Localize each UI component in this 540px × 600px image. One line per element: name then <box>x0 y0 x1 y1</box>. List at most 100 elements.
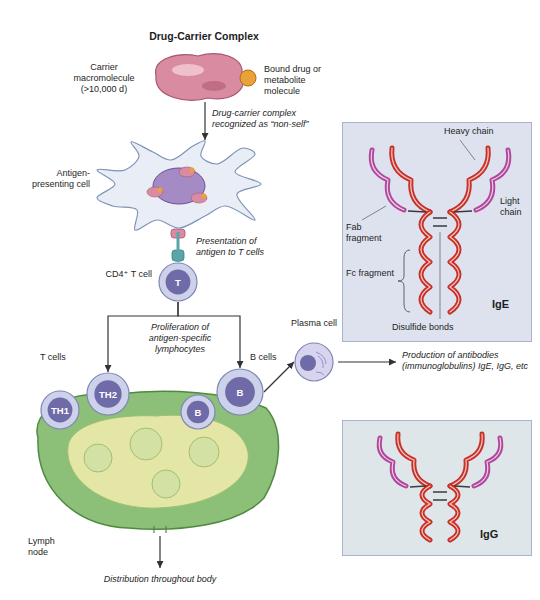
processed-antigen <box>191 193 207 203</box>
follicle <box>152 470 180 498</box>
chain-highlight <box>392 148 430 212</box>
panel-background <box>343 123 532 342</box>
lymph-node: Lymph nodeTH1TH2BB <box>28 366 284 534</box>
process-note: Proliferation of antigen-specific lympho… <box>136 322 224 355</box>
cell-membrane <box>217 369 263 415</box>
lymph-node-cortex <box>68 415 249 508</box>
carrier-macromolecule <box>156 54 244 100</box>
production-arrow <box>338 361 396 362</box>
chain-highlight <box>398 434 430 486</box>
protein-chain <box>474 438 501 486</box>
lymphocyte: TH1 <box>40 390 80 430</box>
protein-chain <box>450 486 458 540</box>
endoplasmic-reticulum <box>316 352 326 375</box>
part-label: Light chain <box>500 196 530 218</box>
highlight <box>172 64 204 76</box>
cell-membrane <box>295 343 333 381</box>
igg-panel: IgG <box>342 420 532 556</box>
cell-letter: B <box>216 387 264 398</box>
cell-label: Antigen-presenting cell <box>18 168 90 190</box>
t-cell: CD4⁺ T cellT <box>158 262 198 302</box>
chain-highlight <box>422 486 430 540</box>
drug-molecule <box>190 168 195 173</box>
cell-membrane <box>41 391 79 429</box>
node-outline <box>342 420 532 556</box>
cell-membrane <box>181 395 215 429</box>
cell-membrane <box>87 373 129 415</box>
part-label: Disulfide bonds <box>392 322 472 333</box>
disulfide-bond <box>433 499 447 501</box>
leader-line <box>362 140 475 319</box>
follicle <box>189 437 219 467</box>
disulfide-bond <box>433 225 447 227</box>
node-outline <box>294 342 334 382</box>
protein-chain <box>450 434 482 486</box>
protein-chain <box>421 212 430 312</box>
part-label: Fc fragment <box>346 268 400 279</box>
cell-label: CD4⁺ T cell <box>100 269 152 280</box>
node-outline <box>95 140 263 232</box>
process-arrow <box>204 102 205 140</box>
part-label: Heavy chain <box>444 126 504 137</box>
antibody-name: IgE <box>492 298 522 311</box>
processed-antigen <box>179 167 195 177</box>
disulfide-bond <box>454 211 472 212</box>
protein-chain <box>392 148 430 212</box>
chain-highlight <box>379 438 406 486</box>
cell-letter: T <box>158 277 198 288</box>
node-outline <box>148 50 260 102</box>
edge-label: Drug-carrier complex recognized as “non-… <box>212 108 330 130</box>
antibody-name: IgG <box>480 528 510 541</box>
disulfide-bond <box>433 491 447 493</box>
shadow <box>202 81 226 91</box>
process-arrow <box>264 362 294 392</box>
lymphocyte: B <box>216 368 264 416</box>
chain-highlight <box>371 150 404 210</box>
callout-label: Carrier macromolecule (>10,000 d) <box>66 62 142 95</box>
protein-chain <box>398 434 430 486</box>
organ-label: Lymph node <box>28 536 68 558</box>
heading: Drug-Carrier Complex <box>128 30 280 43</box>
disulfide-bond <box>433 217 447 219</box>
bracket <box>398 250 410 312</box>
cell-membrane <box>159 263 197 301</box>
group-label: B cells <box>250 352 290 363</box>
chain-highlight <box>450 486 458 540</box>
disulfide-bond <box>454 486 470 487</box>
disulfide-bond <box>410 486 426 487</box>
lymphocyte: B <box>180 394 216 430</box>
part-label: Fab fragment <box>346 222 390 244</box>
process-note: Presentation of antigen to T cells <box>196 236 280 258</box>
drug-molecule <box>158 188 163 193</box>
cell-letter: TH1 <box>40 405 80 416</box>
chain-highlight <box>421 212 430 312</box>
process-note: Production of antibodies (immunoglobulin… <box>402 350 532 372</box>
chain-highlight <box>450 148 488 212</box>
cell-label: Plasma cell <box>290 318 338 329</box>
protein-chain <box>379 438 406 486</box>
panel-background <box>343 421 532 556</box>
cell-letter: B <box>180 407 216 418</box>
dendritic-cell <box>97 141 261 231</box>
nucleus <box>300 355 316 371</box>
group-label: T cells <box>40 352 80 363</box>
protein-chain <box>371 150 404 210</box>
bound-drug <box>240 70 256 86</box>
follicle <box>84 444 112 472</box>
processed-antigen <box>147 187 163 197</box>
follicle <box>130 428 162 460</box>
cell-letter: TH2 <box>86 389 130 400</box>
chain-highlight <box>450 434 482 486</box>
protein-chain <box>450 148 488 212</box>
drug-carrier-complex: Drug-Carrier Complex <box>148 50 260 102</box>
antigen-presenting-cell: Antigen-presenting cell <box>95 140 263 232</box>
chain-highlight <box>474 438 501 486</box>
antigen-presentation-link <box>177 232 180 262</box>
lymphocyte: TH2 <box>86 372 130 416</box>
chain-highlight <box>450 212 459 312</box>
efferent-vessel <box>154 526 166 533</box>
protein-chain <box>422 486 430 540</box>
distribution-arrow <box>159 536 160 568</box>
disulfide-bond <box>408 211 426 212</box>
